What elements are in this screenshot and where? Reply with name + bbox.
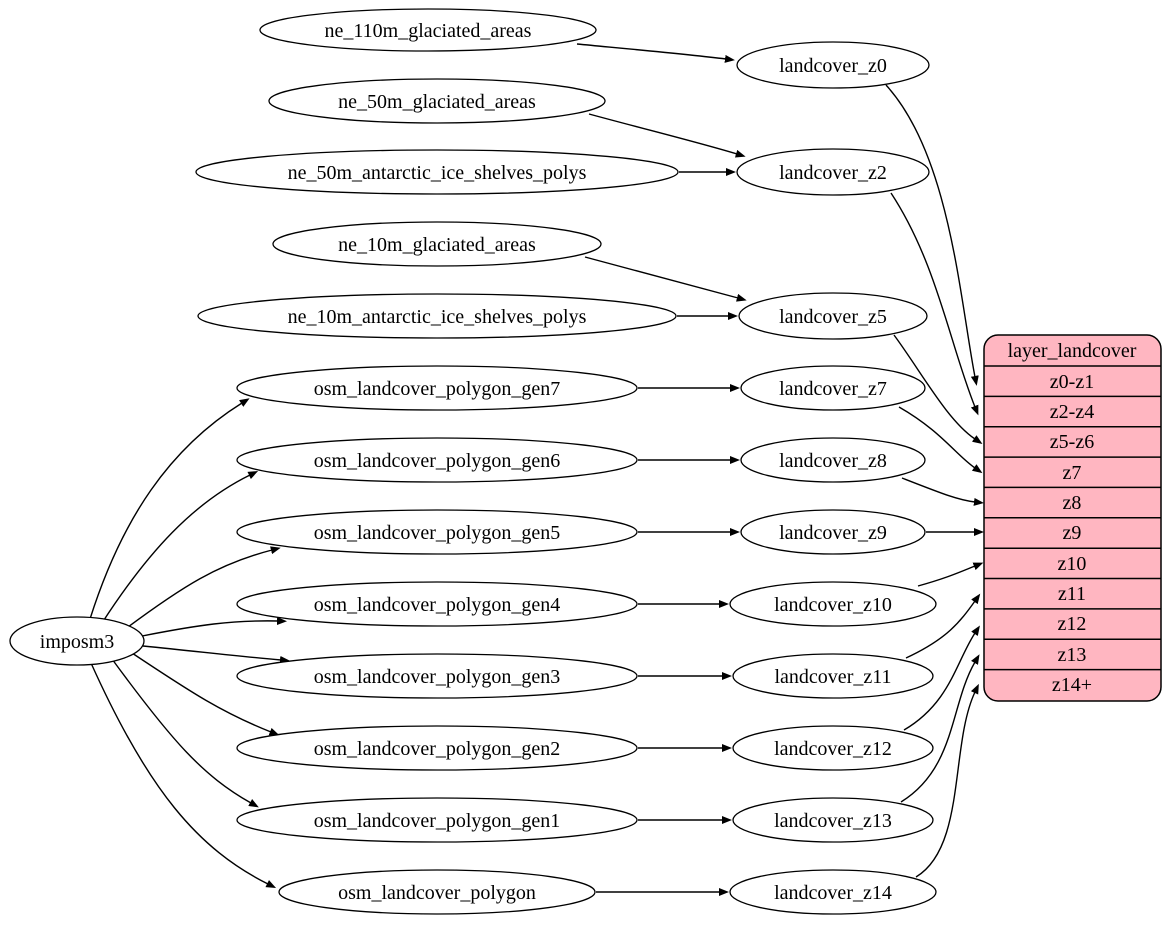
record-row-z11: z11 bbox=[1058, 583, 1086, 605]
node-landcover-z14: landcover_z14 bbox=[729, 869, 937, 915]
edge-imposm3-to-gen2 bbox=[131, 652, 280, 736]
edge-z13-to-row-z13 bbox=[900, 654, 980, 803]
edge-imposm3-to-gen7 bbox=[89, 398, 250, 620]
edge-imposm3-to-gen6 bbox=[101, 471, 259, 624]
edge-z8-to-row-z8 bbox=[901, 477, 984, 506]
node-label: ne_10m_antarctic_ice_shelves_polys bbox=[288, 306, 587, 328]
node-landcover-z12: landcover_z12 bbox=[732, 725, 934, 771]
node-osm-landcover-polygon-gen1: osm_landcover_polygon_gen1 bbox=[236, 797, 638, 843]
node-osm-landcover-polygon-gen2: osm_landcover_polygon_gen2 bbox=[236, 725, 638, 771]
edge-z0-to-row-z0-z1 bbox=[885, 84, 979, 386]
edge-imposm3-to-gen5 bbox=[123, 546, 281, 631]
node-osm-landcover-polygon-gen7: osm_landcover_polygon_gen7 bbox=[236, 365, 638, 411]
record-row-z13: z13 bbox=[1058, 644, 1087, 666]
record-row-z2-z4: z2-z4 bbox=[1050, 401, 1094, 423]
edge-ne50m-glaciated-to-z2 bbox=[588, 113, 746, 158]
record-row-z10: z10 bbox=[1058, 553, 1087, 575]
record-row-z8: z8 bbox=[1063, 492, 1082, 514]
node-label: landcover_z5 bbox=[779, 306, 887, 328]
node-label: landcover_z0 bbox=[779, 55, 887, 77]
node-ne-10m-glaciated-areas: ne_10m_glaciated_areas bbox=[272, 221, 602, 267]
record-row-z9: z9 bbox=[1063, 522, 1082, 544]
edge-z10-to-row-z10 bbox=[917, 562, 984, 587]
node-ne-110m-glaciated-areas: ne_110m_glaciated_areas bbox=[259, 8, 597, 52]
node-label: osm_landcover_polygon_gen3 bbox=[314, 666, 561, 688]
node-label: imposm3 bbox=[40, 631, 114, 653]
edge-imposm3-to-gen4 bbox=[141, 616, 287, 637]
node-ne-50m-glaciated-areas: ne_50m_glaciated_areas bbox=[268, 78, 606, 124]
node-osm-landcover-polygon: osm_landcover_polygon bbox=[278, 869, 596, 915]
node-label: landcover_z9 bbox=[779, 522, 887, 544]
node-label: osm_landcover_polygon_gen4 bbox=[314, 594, 561, 616]
node-landcover-z5: landcover_z5 bbox=[738, 292, 928, 340]
node-label: landcover_z14 bbox=[774, 882, 892, 904]
node-label: osm_landcover_polygon_gen2 bbox=[314, 738, 561, 760]
node-label: ne_50m_antarctic_ice_shelves_polys bbox=[288, 162, 587, 184]
node-osm-landcover-polygon-gen3: osm_landcover_polygon_gen3 bbox=[236, 653, 638, 699]
edge-z14-to-row-z14plus bbox=[915, 683, 979, 878]
node-label: landcover_z7 bbox=[779, 378, 887, 400]
node-landcover-z2: landcover_z2 bbox=[736, 148, 930, 196]
node-label: ne_50m_glaciated_areas bbox=[338, 91, 536, 113]
record-row-z7: z7 bbox=[1063, 462, 1082, 484]
node-osm-landcover-polygon-gen4: osm_landcover_polygon_gen4 bbox=[236, 581, 638, 627]
edge-imposm3-to-gen1 bbox=[111, 658, 259, 808]
node-label: landcover_z11 bbox=[775, 666, 892, 688]
node-osm-landcover-polygon-gen6: osm_landcover_polygon_gen6 bbox=[236, 437, 638, 483]
edge-z2-to-row-z2-z4 bbox=[890, 192, 979, 416]
node-landcover-z0: landcover_z0 bbox=[736, 41, 930, 89]
node-label: ne_110m_glaciated_areas bbox=[325, 20, 532, 42]
edge-z7-to-row-z7 bbox=[898, 406, 983, 474]
edge-ne110m-to-z0 bbox=[576, 43, 735, 63]
node-landcover-z7: landcover_z7 bbox=[740, 365, 926, 411]
node-label: osm_landcover_polygon_gen7 bbox=[314, 378, 561, 400]
edge-ne10m-glaciated-to-z5 bbox=[584, 256, 747, 302]
node-landcover-z8: landcover_z8 bbox=[740, 437, 926, 483]
node-landcover-z13: landcover_z13 bbox=[732, 797, 934, 843]
node-osm-landcover-polygon-gen5: osm_landcover_polygon_gen5 bbox=[236, 509, 638, 555]
edge-z12-to-row-z12 bbox=[903, 625, 980, 731]
edge-z11-to-row-z11 bbox=[905, 593, 981, 659]
node-landcover-z9: landcover_z9 bbox=[740, 509, 926, 555]
record-row-z0-z1: z0-z1 bbox=[1050, 371, 1094, 393]
node-layer-landcover: layer_landcover z0-z1 z2-z4 z5-z6 z7 z8 … bbox=[983, 334, 1162, 702]
node-label: osm_landcover_polygon_gen5 bbox=[314, 522, 561, 544]
node-label: osm_landcover_polygon_gen1 bbox=[314, 810, 561, 832]
edge-group bbox=[89, 43, 984, 896]
node-label: osm_landcover_polygon bbox=[338, 882, 536, 904]
node-label: landcover_z10 bbox=[774, 594, 892, 616]
node-label: landcover_z12 bbox=[774, 738, 892, 760]
node-label: landcover_z2 bbox=[779, 162, 887, 184]
node-label: landcover_z13 bbox=[774, 810, 892, 832]
record-row-z12: z12 bbox=[1058, 613, 1087, 635]
record-row-z5-z6: z5-z6 bbox=[1050, 431, 1094, 453]
node-ne-50m-antarctic-ice-shelves-polys: ne_50m_antarctic_ice_shelves_polys bbox=[195, 149, 679, 195]
node-landcover-z11: landcover_z11 bbox=[732, 653, 934, 699]
edge-imposm3-to-gen3 bbox=[142, 645, 290, 664]
node-label: ne_10m_glaciated_areas bbox=[338, 234, 536, 256]
record-title: layer_landcover bbox=[1008, 340, 1137, 362]
node-landcover-z10: landcover_z10 bbox=[729, 581, 937, 627]
node-label: osm_landcover_polygon_gen6 bbox=[314, 450, 561, 472]
edge-imposm3-to-polygon bbox=[90, 662, 277, 889]
node-ne-10m-antarctic-ice-shelves-polys: ne_10m_antarctic_ice_shelves_polys bbox=[197, 293, 677, 339]
edge-z5-to-row-z5-z6 bbox=[893, 334, 983, 445]
node-imposm3: imposm3 bbox=[9, 616, 145, 666]
record-row-z14plus: z14+ bbox=[1052, 674, 1092, 696]
node-label: landcover_z8 bbox=[779, 450, 887, 472]
